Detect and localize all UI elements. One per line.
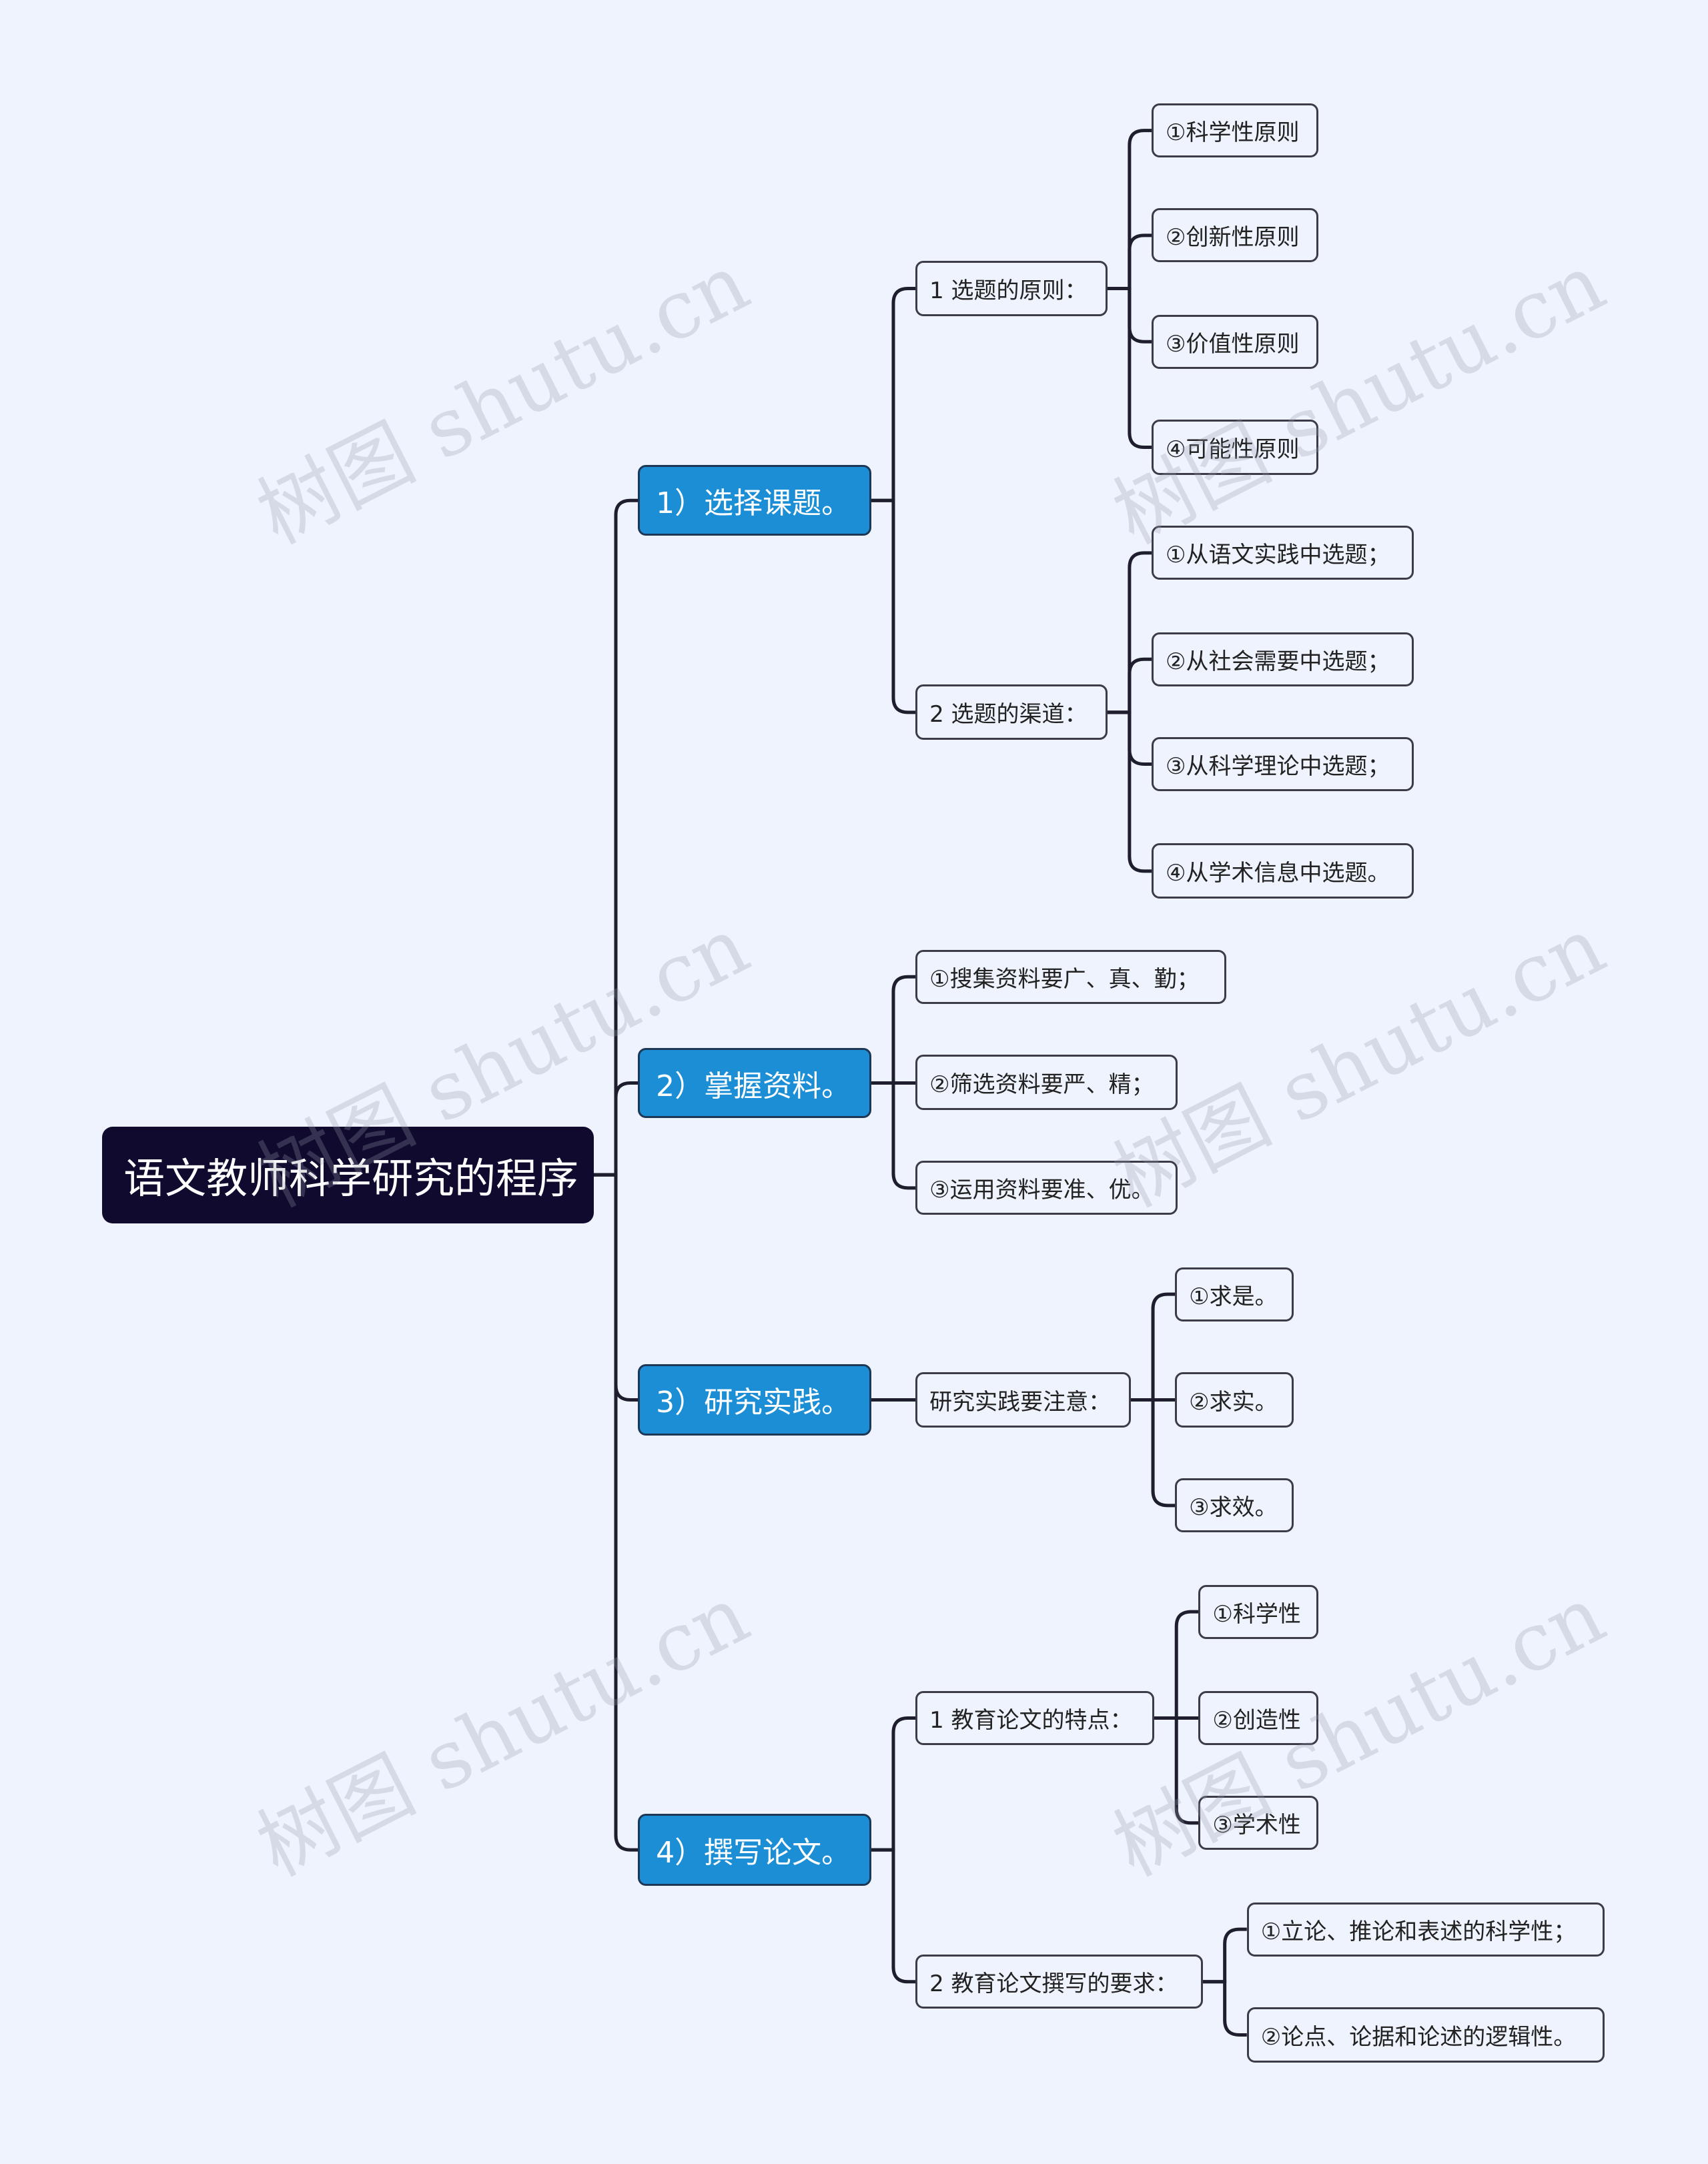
branch-connector — [871, 1081, 916, 1190]
topic-principles-node[interactable]: 1 选题的原则： — [915, 261, 1108, 316]
topic-channels-node[interactable]: 2 选题的渠道： — [915, 684, 1108, 740]
root-connector — [593, 498, 638, 1177]
leaf-connector — [1107, 657, 1152, 714]
leaf-connector — [1107, 233, 1152, 291]
root-connector — [593, 1173, 638, 1852]
practice-reality[interactable]: ②求实。 — [1175, 1372, 1294, 1428]
materials-collect[interactable]: ①搜集资料要广、真、勤； — [915, 949, 1226, 1004]
branch-connector — [871, 287, 916, 502]
principle-scientific[interactable]: ①科学性原则 — [1151, 103, 1319, 157]
materials-use[interactable]: ③运用资料要准、优。 — [915, 1161, 1178, 1215]
leaf-connector — [1107, 129, 1152, 291]
branch-research-practice[interactable]: 3）研究实践。 — [638, 1364, 871, 1436]
leaf-connector — [1130, 1292, 1176, 1402]
branch-connector — [871, 498, 916, 714]
leaf-connector — [1107, 287, 1152, 450]
root-node[interactable]: 语文教师科学研究的程序 — [102, 1126, 594, 1223]
branch-connector — [871, 975, 916, 1085]
practice-effect[interactable]: ③求效。 — [1175, 1478, 1294, 1533]
requirement-scientific[interactable]: ①立论、推论和表述的科学性； — [1246, 1902, 1605, 1957]
leaf-connector — [1202, 1980, 1247, 2037]
channel-social-need[interactable]: ②从社会需要中选题； — [1151, 632, 1414, 686]
leaf-connector — [1202, 1927, 1247, 1984]
paper-requirements-node[interactable]: 2 教育论文撰写的要求： — [915, 1955, 1203, 2009]
channel-practice[interactable]: ①从语文实践中选题； — [1151, 526, 1414, 580]
leaf-connector — [1130, 1398, 1176, 1508]
channel-theory[interactable]: ③从科学理论中选题； — [1151, 737, 1414, 791]
feature-creative[interactable]: ②创造性 — [1198, 1691, 1319, 1745]
feature-scientific[interactable]: ①科学性 — [1198, 1584, 1319, 1639]
branch-master-materials[interactable]: 2）掌握资料。 — [638, 1047, 871, 1119]
paper-features-node[interactable]: 1 教育论文的特点： — [915, 1691, 1155, 1745]
principle-value[interactable]: ③价值性原则 — [1151, 314, 1319, 369]
feature-academic[interactable]: ③学术性 — [1198, 1796, 1319, 1850]
leaf-connector — [1154, 1716, 1199, 1825]
root-connector — [593, 1081, 638, 1177]
practice-notes-node[interactable]: 研究实践要注意： — [915, 1372, 1131, 1428]
requirement-logical[interactable]: ②论点、论据和论述的逻辑性。 — [1246, 2007, 1605, 2063]
branch-connector — [871, 1716, 916, 1852]
principle-innovative[interactable]: ②创新性原则 — [1151, 208, 1319, 263]
leaf-connector — [1107, 551, 1152, 714]
materials-filter[interactable]: ②筛选资料要严、精； — [915, 1055, 1178, 1110]
principle-feasible[interactable]: ④可能性原则 — [1151, 420, 1319, 475]
branch-write-paper[interactable]: 4）撰写论文。 — [638, 1814, 871, 1886]
branch-select-topic[interactable]: 1）选择课题。 — [638, 465, 871, 536]
leaf-connector — [1107, 710, 1152, 873]
practice-truth[interactable]: ①求是。 — [1175, 1267, 1294, 1321]
leaf-connector — [1154, 1610, 1199, 1720]
branch-connector — [871, 1848, 916, 1984]
channel-academic-info[interactable]: ④从学术信息中选题。 — [1151, 843, 1414, 899]
